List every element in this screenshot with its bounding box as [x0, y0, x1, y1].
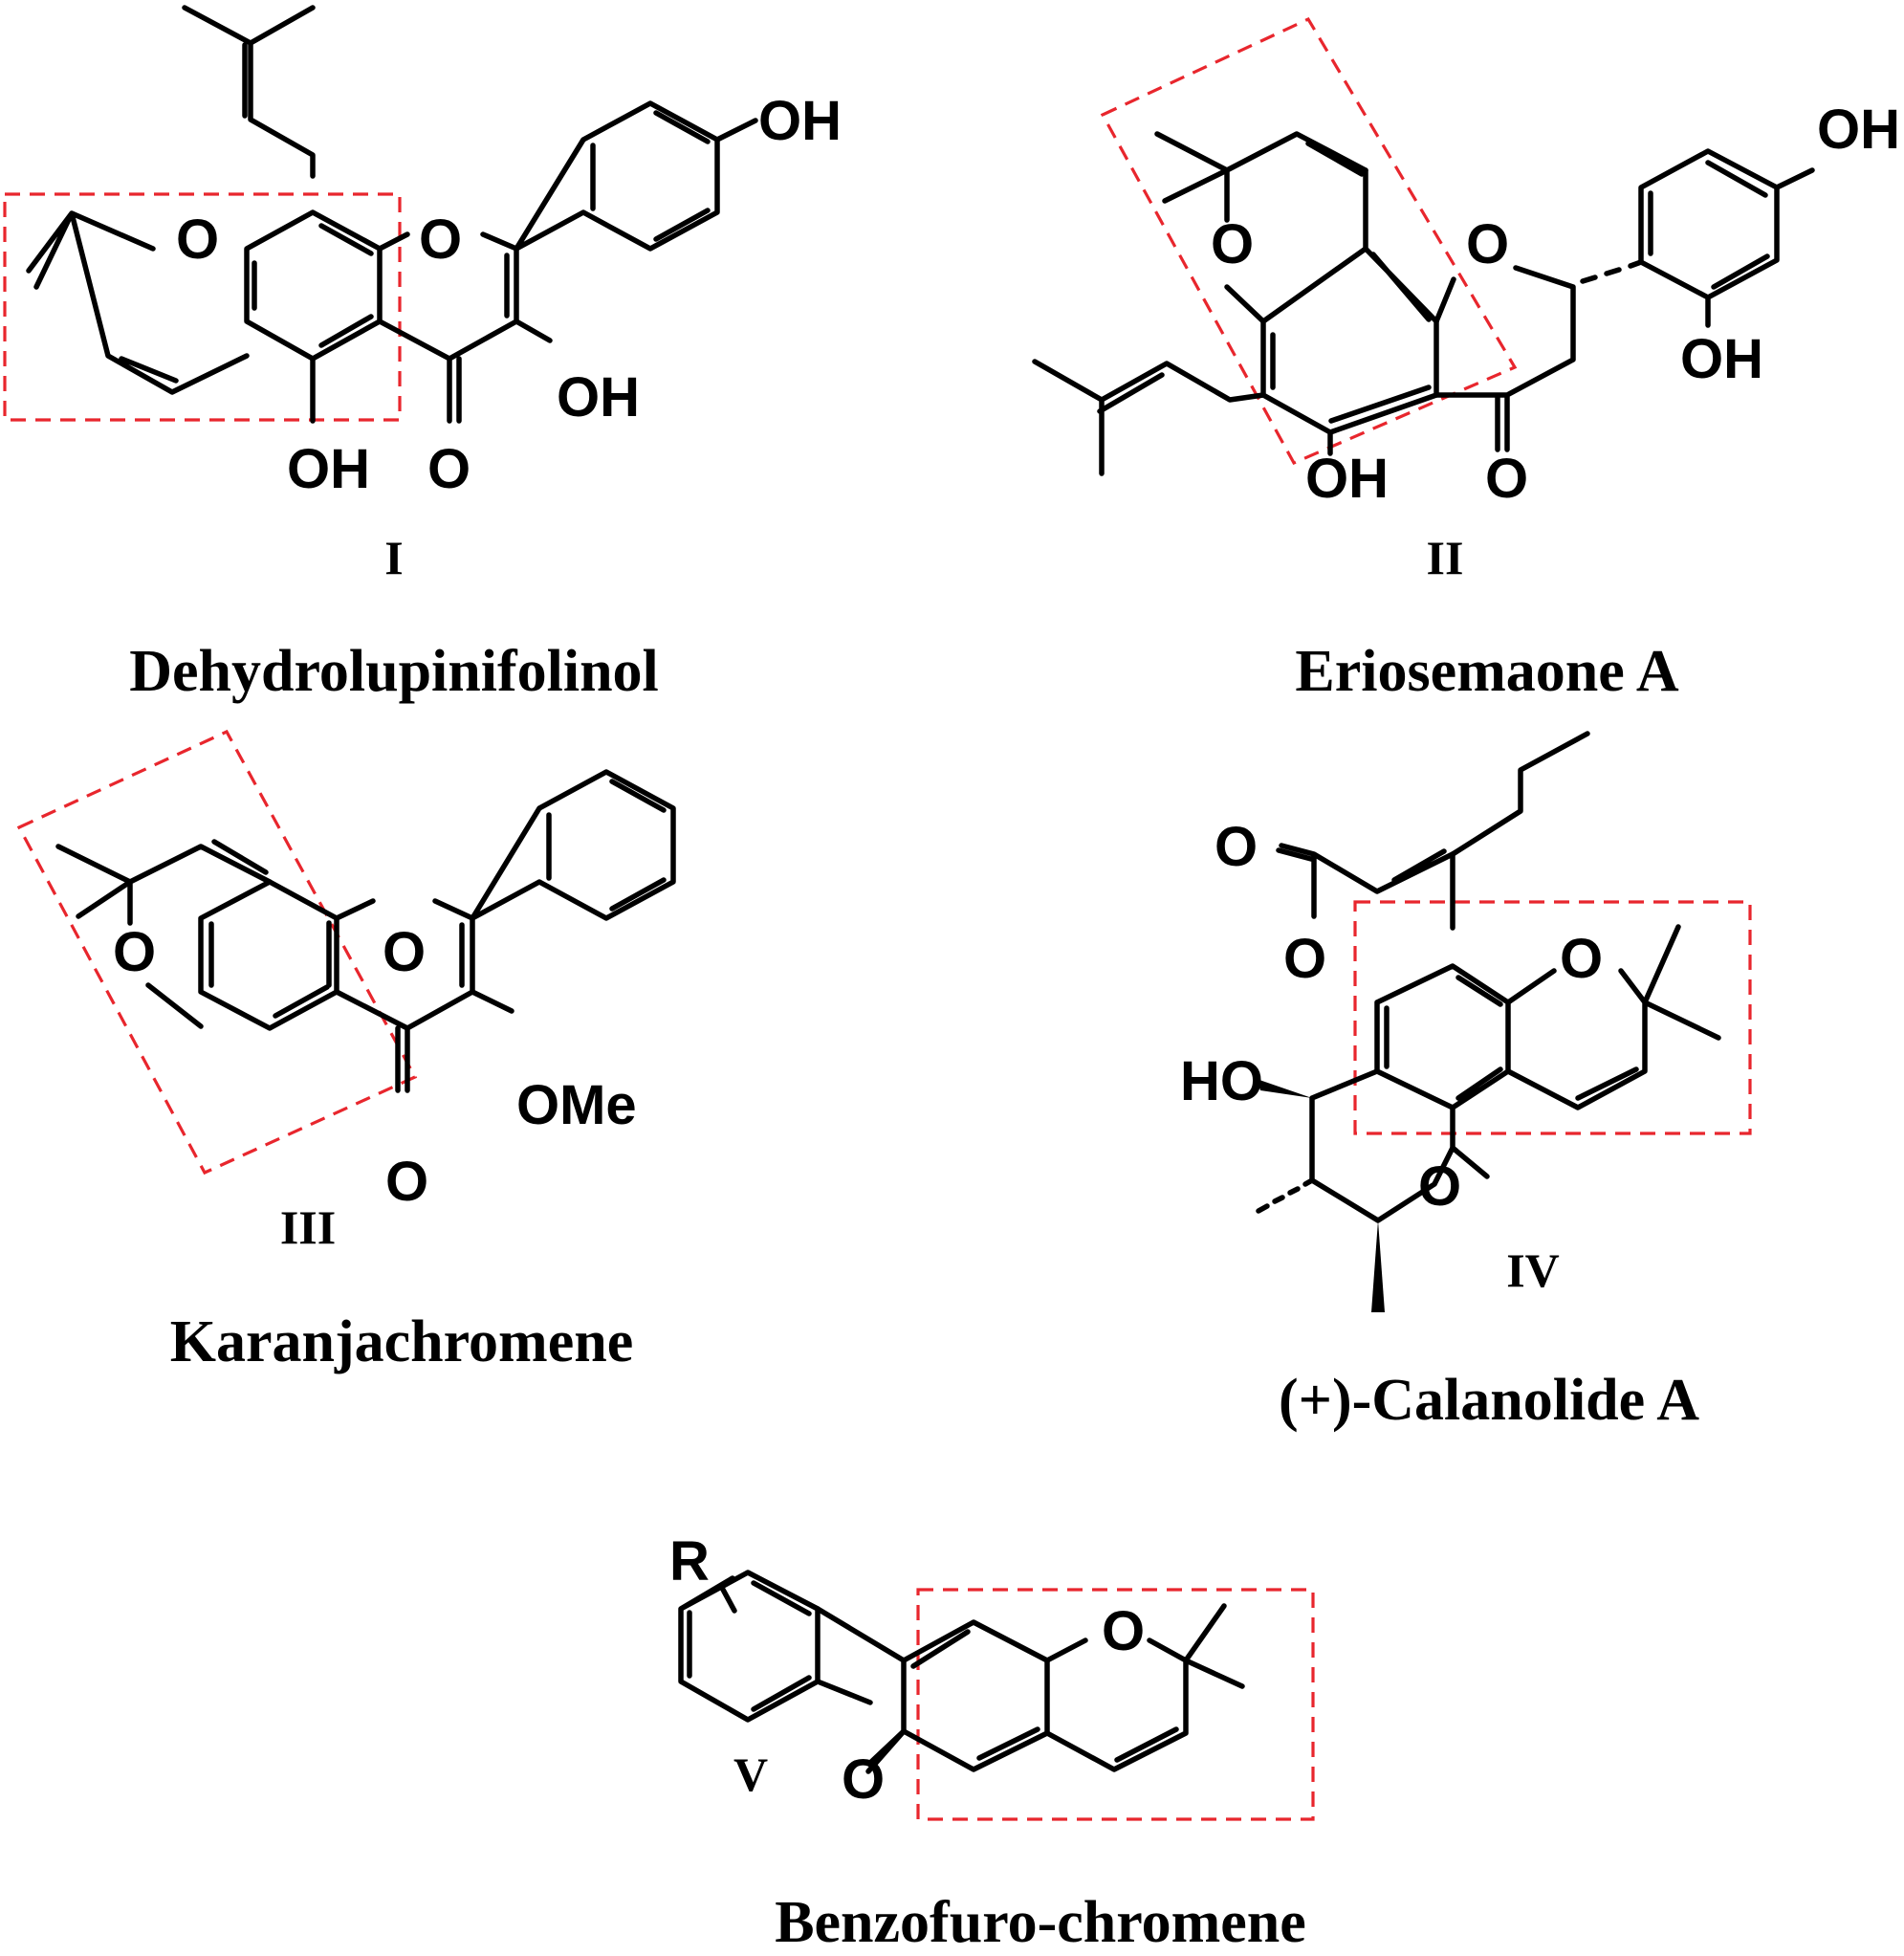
atom-o: O [113, 921, 156, 983]
compound-i-chromene-highlight [3, 192, 402, 422]
atom-oh: OH [758, 90, 842, 152]
atom-ome: OMe [516, 1074, 637, 1136]
atom-oh: OH [1817, 99, 1900, 161]
compound-label: II [1427, 531, 1464, 584]
atom-oh: OH [1680, 328, 1763, 390]
atom-o: O [427, 438, 471, 500]
compound-iii-structure: O O OMe O [16, 729, 676, 1213]
atom-oh: OH [557, 366, 640, 429]
atom-oh: OH [287, 438, 370, 500]
atom-oh: OH [1305, 448, 1389, 510]
compound-v-structure: R O O [669, 1530, 1315, 1821]
compound-label: V [733, 1747, 768, 1801]
compound-label: III [280, 1200, 336, 1254]
atom-o: O [1418, 1155, 1461, 1218]
compound-name: Benzofuro-chromene [775, 1890, 1306, 1955]
compound-v-chromene-highlight [916, 1588, 1315, 1821]
atom-o: O [1211, 213, 1254, 275]
atom-o: O [176, 209, 219, 271]
compound-name: (+)-Calanolide A [1279, 1368, 1699, 1433]
compound-i-structure: O O OH O OH OH [3, 5, 842, 500]
atom-o: O [1485, 448, 1528, 510]
atom-o: O [1283, 928, 1326, 990]
atom-o: O [1102, 1600, 1145, 1662]
atom-o: O [383, 921, 426, 983]
atom-r: R [669, 1530, 710, 1593]
atom-o: O [842, 1748, 885, 1811]
compound-name: Dehydrolupinifolinol [129, 639, 659, 704]
atom-ho: HO [1180, 1050, 1263, 1112]
compound-iii-chromene-highlight [16, 729, 418, 1176]
atom-o: O [1215, 816, 1258, 878]
compound-ii-chromene-highlight [1100, 16, 1518, 466]
compound-iv-chromene-highlight [1353, 900, 1752, 1135]
compound-label: IV [1506, 1243, 1560, 1297]
compound-label: I [384, 531, 403, 584]
compound-ii-structure: O O OH O OH OH [1032, 16, 1900, 510]
compound-name: Eriosemaone A [1295, 639, 1678, 704]
atom-o: O [1466, 213, 1509, 275]
compound-name: Karanjachromene [170, 1309, 633, 1374]
atom-o: O [385, 1151, 428, 1213]
atom-o: O [1560, 928, 1603, 990]
compound-iv-structure: O O O HO O [1180, 731, 1752, 1312]
atom-o: O [419, 209, 462, 271]
